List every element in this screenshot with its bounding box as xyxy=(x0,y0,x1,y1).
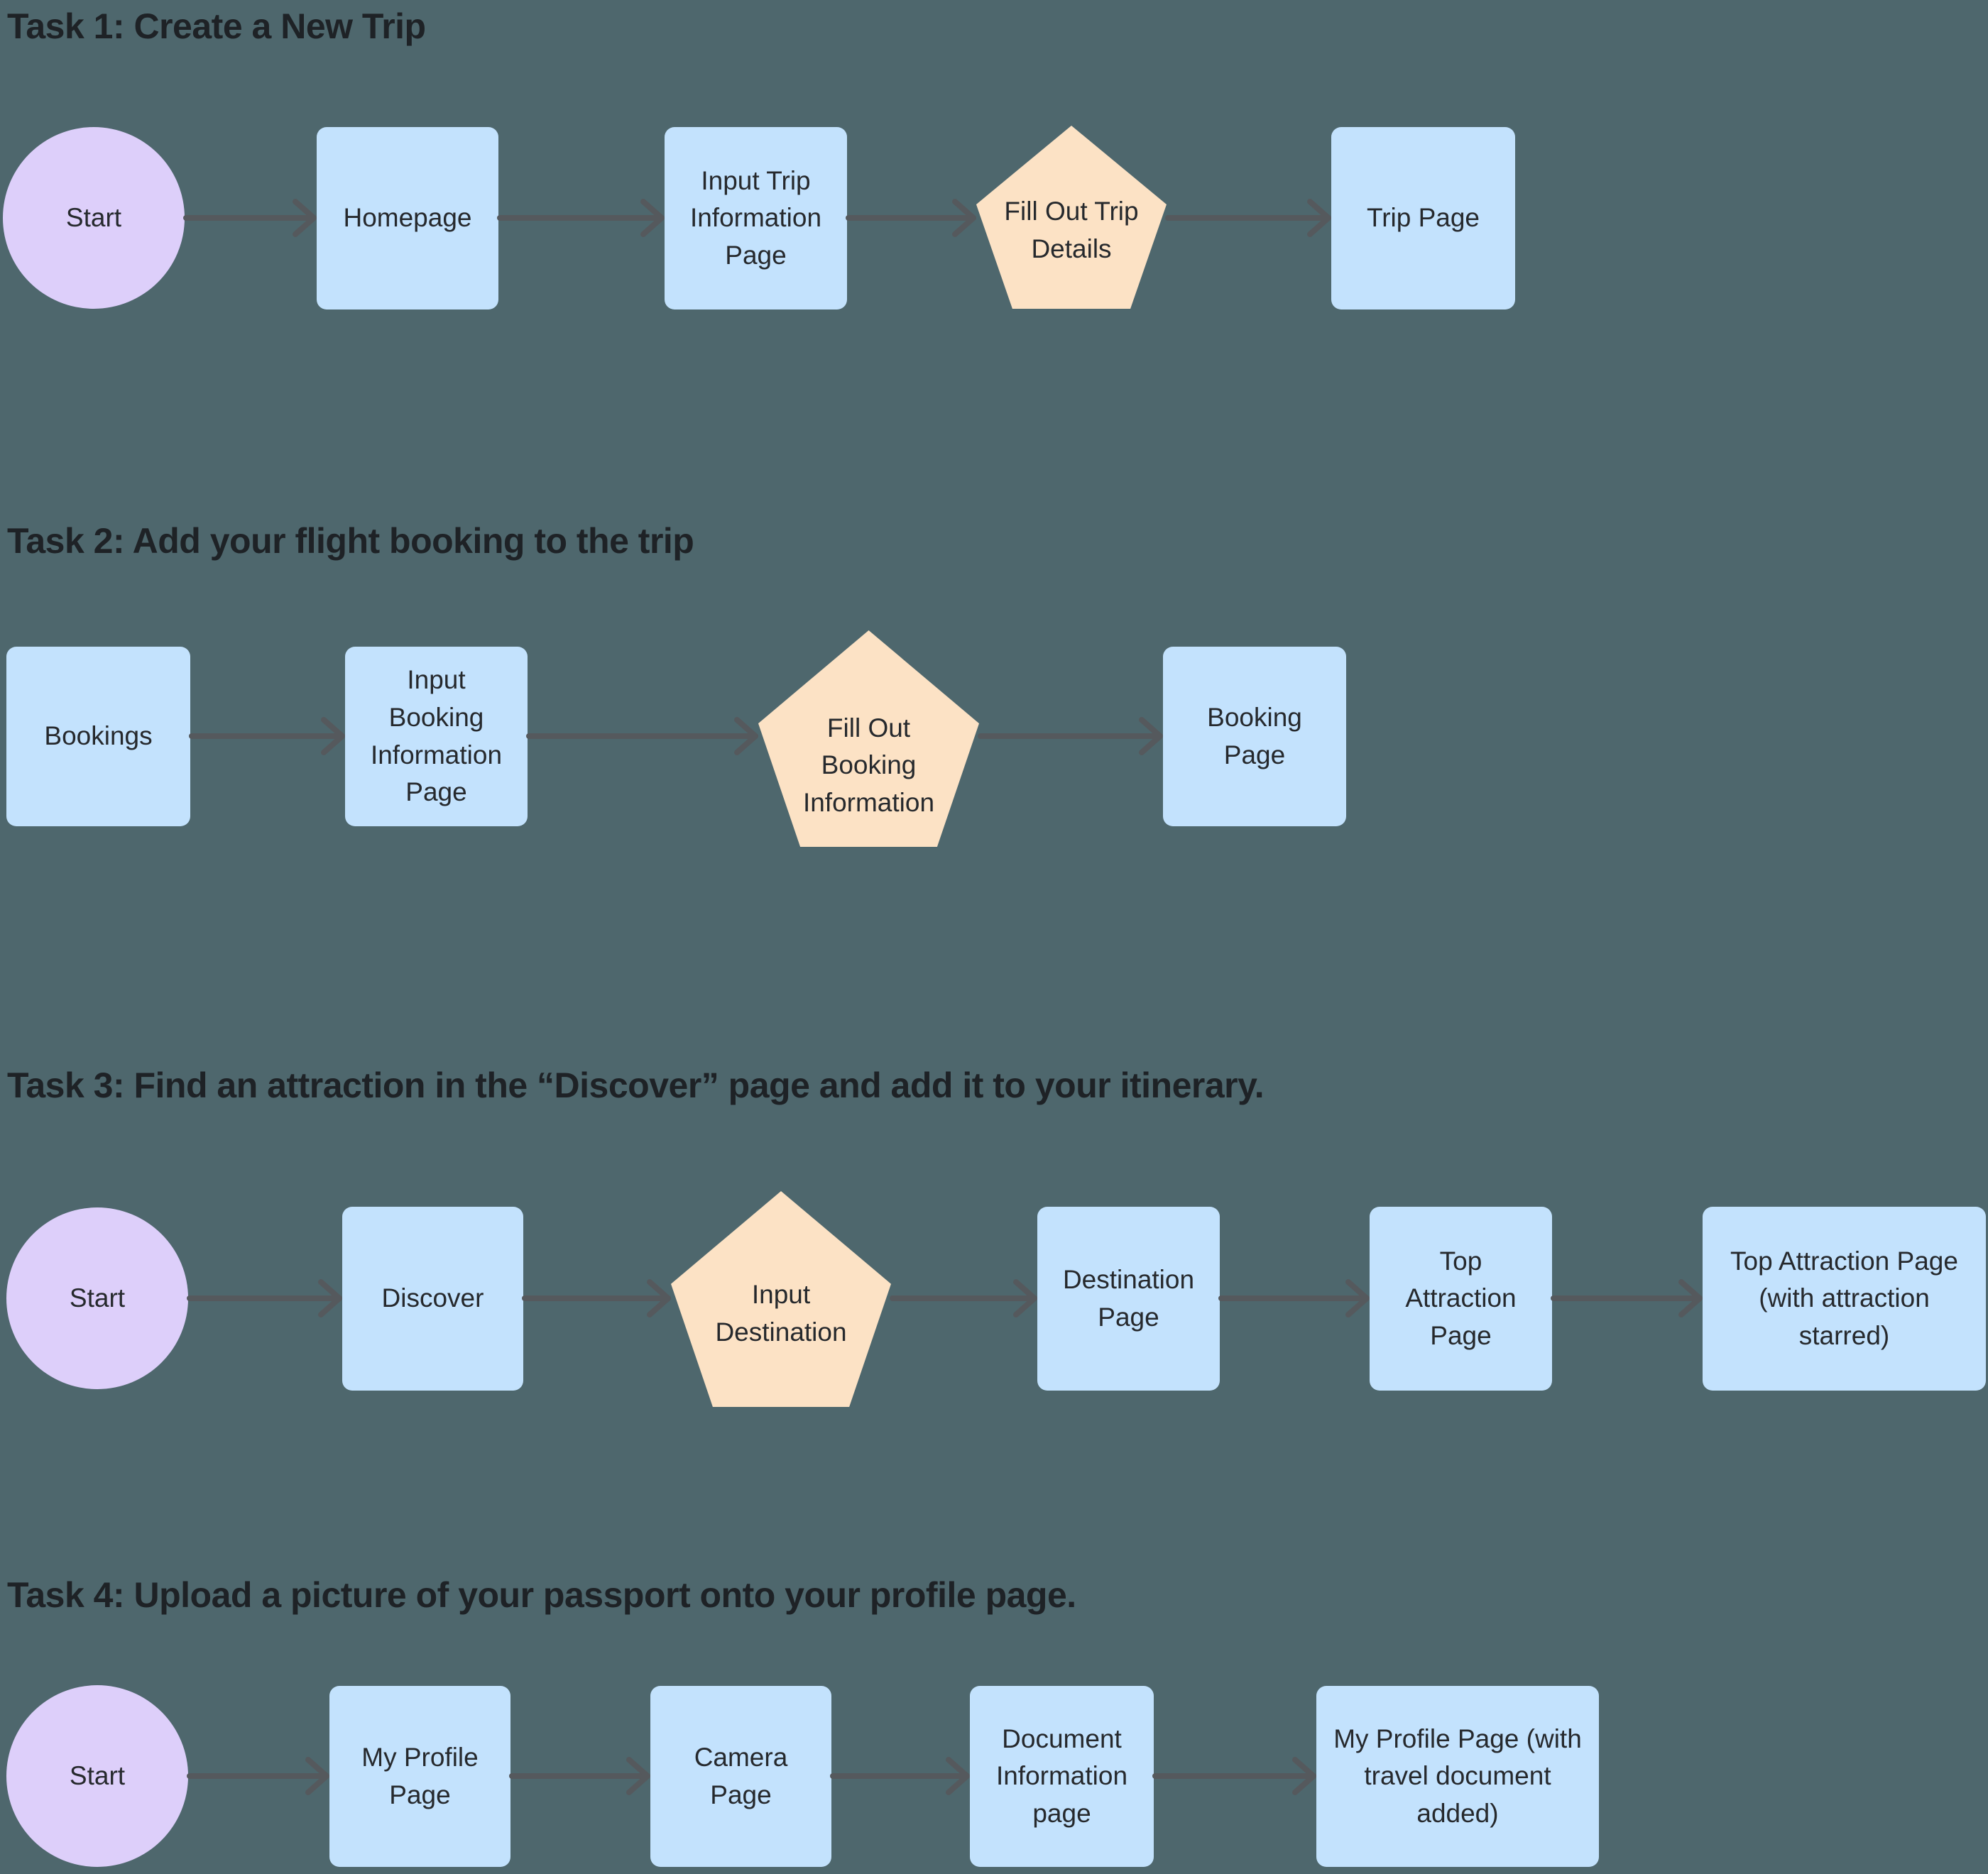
page-node-booking-page: Booking Page xyxy=(1163,647,1346,826)
flow-arrow xyxy=(1551,1279,1703,1317)
flow-arrow xyxy=(522,1279,671,1317)
task-3-title: Task 3: Find an attraction in the “Disco… xyxy=(7,1065,1265,1105)
flow-arrow xyxy=(830,1757,970,1795)
page-node-input-booking-information: Input Booking Information Page xyxy=(345,647,528,826)
flow-arrow xyxy=(189,717,345,755)
page-node-top-attraction-page: Top Attraction Page xyxy=(1370,1207,1552,1391)
page-node-discover: Discover xyxy=(342,1207,523,1391)
flow-arrow xyxy=(978,717,1163,755)
start-node: Start xyxy=(6,1685,188,1867)
task-2-title: Task 2: Add your flight booking to the t… xyxy=(7,521,694,561)
page-node-trip-page: Trip Page xyxy=(1331,127,1515,309)
flow-arrow xyxy=(1152,1757,1316,1795)
page-node-camera-page: Camera Page xyxy=(650,1686,831,1867)
flow-arrow xyxy=(1165,199,1331,237)
task-4-title: Task 4: Upload a picture of your passpor… xyxy=(7,1575,1076,1615)
flow-arrow xyxy=(509,1757,650,1795)
page-node-top-attraction-page-starred: Top Attraction Page (with attraction sta… xyxy=(1703,1207,1986,1391)
flow-arrow xyxy=(1218,1279,1370,1317)
page-node-document-information-page: Document Information page xyxy=(970,1686,1154,1867)
page-node-bookings: Bookings xyxy=(6,647,190,826)
flow-arrow xyxy=(846,199,976,237)
flow-arrow xyxy=(187,1279,342,1317)
page-node-homepage: Homepage xyxy=(317,127,498,309)
task-1-title: Task 1: Create a New Trip xyxy=(7,6,426,46)
page-node-input-trip-information: Input Trip Information Page xyxy=(665,127,847,309)
action-node-fill-out-booking-information: Fill Out Booking Information xyxy=(758,630,979,847)
flow-arrow xyxy=(497,199,665,237)
action-node-input-destination: Input Destination xyxy=(671,1191,891,1407)
flow-arrow xyxy=(890,1279,1037,1317)
flow-arrow xyxy=(183,199,317,237)
flow-arrow xyxy=(187,1757,329,1795)
start-node: Start xyxy=(3,127,185,309)
flow-arrow xyxy=(526,717,758,755)
start-node: Start xyxy=(6,1207,188,1389)
page-node-my-profile-page: My Profile Page xyxy=(329,1686,510,1867)
page-node-destination-page: Destination Page xyxy=(1037,1207,1220,1391)
action-node-fill-out-trip-details: Fill Out Trip Details xyxy=(976,126,1167,309)
page-node-my-profile-page-document-added: My Profile Page (with travel document ad… xyxy=(1316,1686,1599,1867)
